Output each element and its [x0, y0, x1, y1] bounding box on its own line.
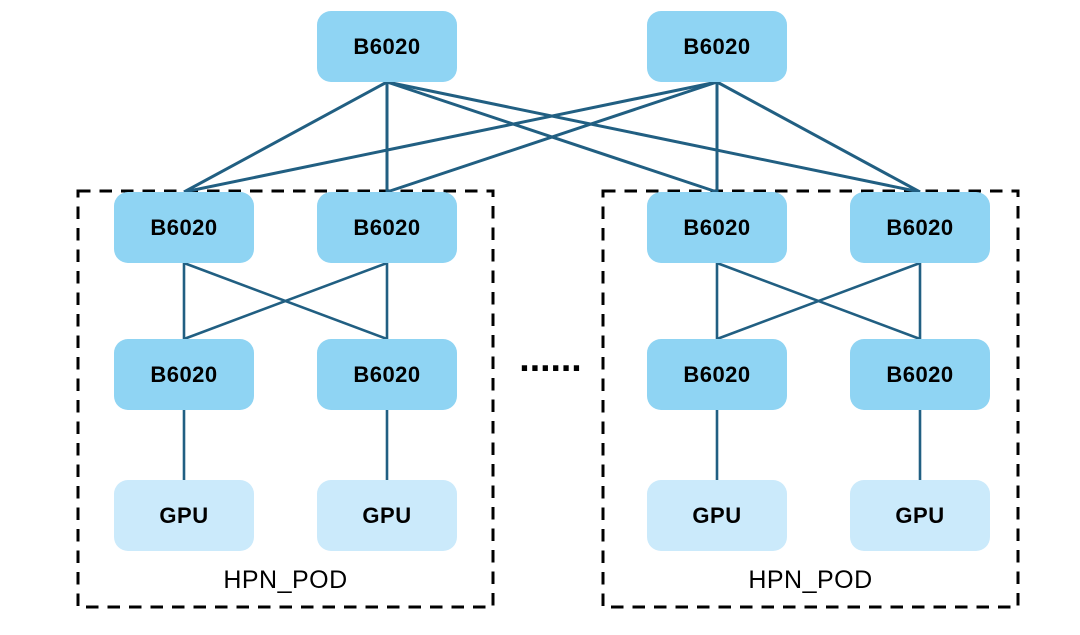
pod1-gpu-2: GPU	[317, 480, 457, 551]
link-pod1-upper2-lower1	[183, 261, 388, 341]
link-pod2-upper2-lower1	[716, 261, 921, 341]
pod-1-internal-links	[182, 261, 389, 480]
pod-1-border	[76, 189, 495, 609]
pod2-gpu-1: GPU	[647, 480, 787, 551]
pod2-lower-switch-1: B6020	[647, 339, 787, 410]
spine-switch-2: B6020	[647, 11, 787, 82]
pod-2-border	[601, 189, 1020, 609]
pod2-gpu-2: GPU	[850, 480, 990, 551]
pod1-lower-switch-2: B6020	[317, 339, 457, 410]
pod1-upper-switch-1: B6020	[114, 192, 254, 263]
pod1-label: HPN_POD	[223, 566, 348, 594]
pod2-upper-switch-1: B6020	[647, 192, 787, 263]
link-spine1-pod1-upper1	[183, 80, 388, 194]
link-spine2-pod2-upper2	[716, 80, 921, 194]
pod1-upper-switch-2: B6020	[317, 192, 457, 263]
pod1-lower-switch-1: B6020	[114, 339, 254, 410]
pod2-lower-switch-2: B6020	[850, 339, 990, 410]
spine-uplinks	[183, 80, 921, 194]
more-pods-ellipsis: ......	[518, 344, 582, 379]
link-spine2-pod1-upper2	[386, 80, 718, 194]
pod2-upper-switch-2: B6020	[850, 192, 990, 263]
pod1-gpu-1: GPU	[114, 480, 254, 551]
link-spine1-pod2-upper2	[386, 80, 921, 194]
pod2-label: HPN_POD	[748, 566, 873, 594]
pod-2-internal-links	[715, 261, 922, 480]
spine-switch-1: B6020	[317, 11, 457, 82]
link-spine2-pod1-upper1	[183, 80, 718, 194]
